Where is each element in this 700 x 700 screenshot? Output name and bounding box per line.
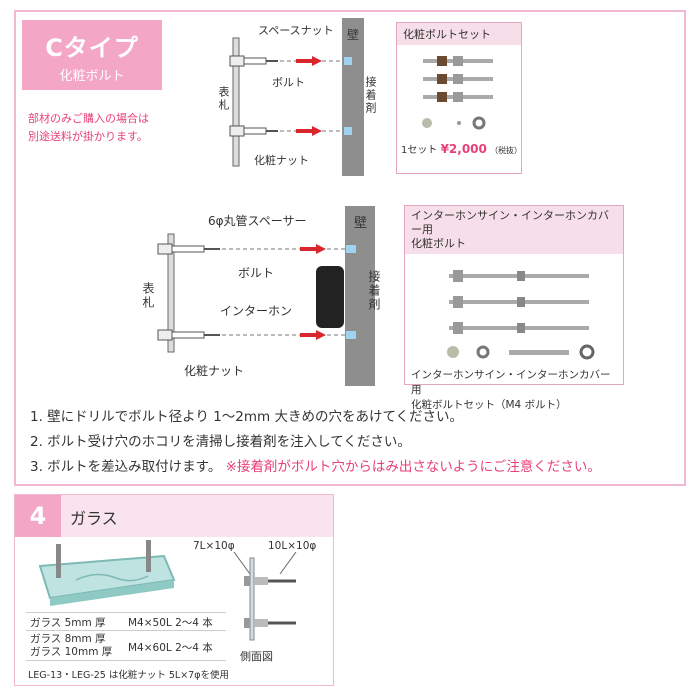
- c-type-title: Cタイプ: [45, 34, 139, 62]
- glass-footnote: LEG-13・LEG-25 は化粧ナット 5L×7φを使用: [28, 670, 229, 681]
- bolt-top: [229, 55, 278, 67]
- bolt-set-photo-box: 化粧ボルトセット 1セット ¥2,000 （税抜）: [396, 22, 522, 174]
- shipping-note-line1: 部材のみご購入の場合は: [28, 112, 149, 125]
- arrow-bottom: [312, 126, 322, 136]
- bolt-image: [422, 56, 493, 130]
- spacer-label: 6φ丸管スペーサー: [208, 214, 307, 228]
- nameplate-shape-2: [167, 233, 175, 353]
- instruction-step3-row: 3. ボルトを差込み取付けます。 ※接着剤がボルト穴からはみ出さないようにご注意…: [30, 455, 601, 475]
- nameplate-label-1: 表札: [217, 86, 230, 112]
- spec2-label-line1: ガラス 8mm 厚: [30, 633, 106, 645]
- instruction-step1: 1. 壁にドリルでボルト径より 1～2mm 大きめの穴をあけてください。: [30, 409, 464, 425]
- instruction-step3: 3. ボルトを差込み取付けます。: [30, 459, 222, 475]
- dim-right-label: 10L×10φ: [268, 540, 317, 552]
- c-type-subtitle: 化粧ボルト: [59, 69, 125, 84]
- wall-label-1: 壁: [347, 28, 360, 42]
- dim-left-label: 7L×10φ: [193, 540, 235, 552]
- bolt-diagram-2: [157, 206, 375, 386]
- side-view-label: 側面図: [240, 650, 273, 663]
- set2-caption-line1: インターホンサイン・インターホンカバー用: [411, 369, 611, 396]
- shipping-note: 部材のみご購入の場合は 別途送料が掛かります。: [28, 110, 149, 146]
- bolt-bottom: [229, 125, 278, 137]
- spec-divider-top: [26, 612, 226, 613]
- nameplate-shape: [232, 37, 240, 167]
- nameplate-label-2: 表札: [141, 282, 155, 310]
- intercom-shape: [316, 266, 344, 328]
- standoff-left: [56, 544, 61, 578]
- standoff-right: [146, 540, 151, 572]
- adhesive-label-1: 接着剤: [364, 76, 377, 115]
- intercom-bolt-image: [447, 270, 595, 360]
- set1-price: ¥2,000: [440, 142, 487, 156]
- set1-price-row: 1セット ¥2,000 （税抜）: [397, 141, 523, 156]
- spec2-label-line2: ガラス 10mm 厚: [30, 646, 113, 658]
- wall-shape-2: [345, 206, 375, 386]
- glass-number: 4: [15, 495, 61, 537]
- spec1-value: M4×50L 2～4 本: [128, 617, 213, 629]
- spec1-label: ガラス 5mm 厚: [30, 617, 106, 629]
- adhesive-label-2: 接着剤: [367, 270, 381, 312]
- adhesive-bottom: [344, 127, 352, 135]
- glass-plate-image: [38, 540, 176, 606]
- instruction-step2: 2. ボルト受け穴のホコリを清掃し接着剤を注入してください。: [30, 434, 411, 450]
- bolt-set-photo: [422, 56, 493, 130]
- set1-tax: （税抜）: [490, 146, 523, 155]
- arrow-top-2: [316, 244, 326, 254]
- intercom-bolt-set-box: インターホンサイン・インターホンカバー用 化粧ボルト インターホンサイン・インタ…: [404, 205, 624, 411]
- glass-header: [15, 495, 333, 537]
- spec-divider-bottom: [26, 660, 226, 661]
- set2-title-line2: 化粧ボルト: [411, 237, 466, 250]
- set2-title: インターホンサイン・インターホンカバー用 化粧ボルト: [405, 206, 623, 254]
- intercom-bolt-set-photo: [447, 270, 595, 360]
- bolt-diagram-1: [229, 18, 364, 176]
- decorative-nut-label-1: 化粧ナット: [254, 154, 309, 167]
- spec-divider-mid: [26, 630, 226, 631]
- spec2-value: M4×60L 2～4 本: [128, 642, 213, 654]
- set1-price-prefix: 1セット: [401, 145, 438, 156]
- shipping-note-line2: 別途送料が掛かります。: [28, 130, 148, 143]
- set2-title-line1: インターホンサイン・インターホンカバー用: [411, 209, 609, 236]
- spacer-nut-label: スペースナット: [258, 24, 334, 37]
- bolt-top-2: [157, 243, 220, 255]
- glass-title: ガラス: [70, 509, 118, 528]
- c-type-badge: Cタイプ 化粧ボルト: [22, 20, 162, 90]
- spec2-label: ガラス 8mm 厚 ガラス 10mm 厚: [30, 633, 112, 659]
- bolt-set-title: 化粧ボルトセット: [397, 23, 521, 45]
- glass-side-view: [233, 552, 297, 641]
- wall-label-2: 壁: [354, 216, 368, 231]
- bolt-label-2: ボルト: [238, 266, 275, 280]
- decorative-nut-label-2: 化粧ナット: [184, 364, 245, 378]
- arrow-top: [312, 56, 322, 66]
- adhesive-top: [344, 57, 352, 65]
- instruction-warning: ※接着剤がボルト穴からはみ出さないようにご注意ください。: [225, 459, 601, 475]
- bolt-label-1: ボルト: [272, 76, 305, 89]
- set2-caption-line2: 化粧ボルトセット（M4 ボルト）: [411, 399, 567, 411]
- intercom-label: インターホン: [220, 304, 293, 318]
- set2-caption: インターホンサイン・インターホンカバー用 化粧ボルトセット（M4 ボルト）: [405, 366, 623, 415]
- arrow-bottom-2: [316, 330, 326, 340]
- bolt-bottom-2: [157, 329, 220, 341]
